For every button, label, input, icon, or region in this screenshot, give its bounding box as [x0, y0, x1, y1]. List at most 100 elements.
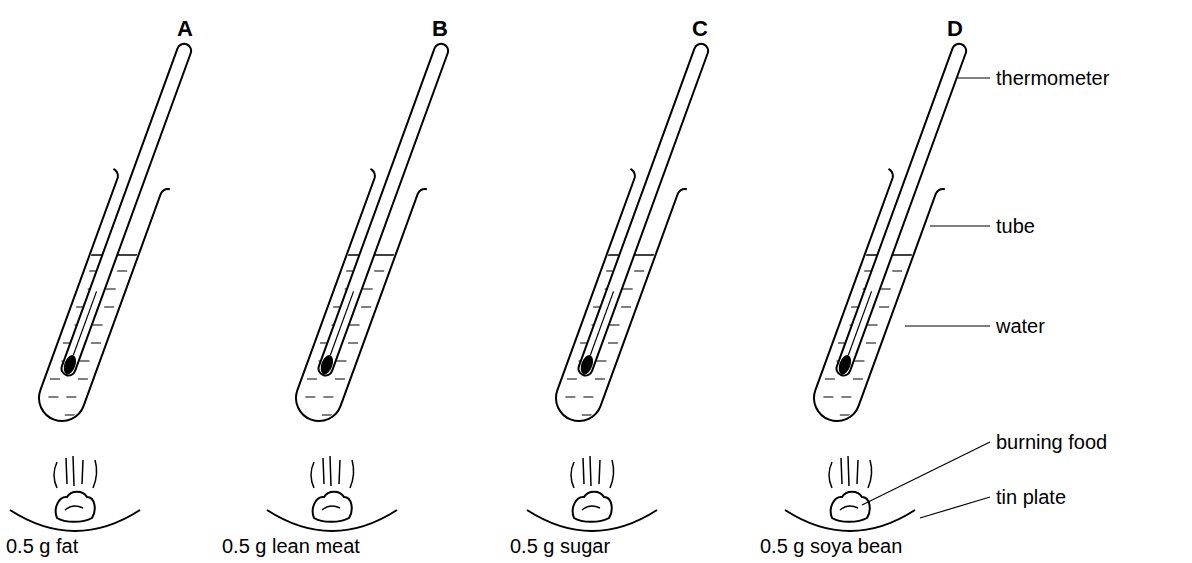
water-mark [79, 360, 89, 361]
flame-line [350, 460, 354, 488]
water-mark [567, 378, 577, 379]
apparatus-setup [408, 0, 837, 531]
water-mark [322, 414, 332, 415]
thermometer-capillary [848, 291, 871, 355]
test-tube [0, 0, 319, 499]
water-mark [361, 306, 371, 307]
food-detail [65, 506, 83, 510]
water-mark [323, 396, 333, 397]
water-mark [104, 306, 114, 307]
water-mark [879, 306, 889, 307]
water-mark [854, 360, 864, 361]
flame-line [829, 462, 832, 488]
water-mark [823, 396, 833, 397]
water-mark [621, 306, 631, 307]
test-tube [408, 0, 837, 499]
flame-line [599, 460, 600, 484]
flame-line [868, 460, 872, 488]
water-mark [595, 378, 605, 379]
water-mark [335, 378, 345, 379]
water-surface [459, 254, 719, 256]
water-mark [106, 288, 116, 289]
food-label: 0.5 g soya bean [760, 536, 902, 556]
thermometer [317, 42, 451, 378]
water-mark [50, 378, 60, 379]
part-label: tube [996, 216, 1035, 236]
thermometer-capillary [330, 291, 353, 355]
water-mark [305, 396, 315, 397]
thermometer [835, 42, 969, 378]
water-mark [892, 270, 902, 271]
water-surface [717, 254, 977, 256]
water-mark [91, 342, 101, 343]
thermometer-bulb [836, 353, 853, 376]
flame-line [93, 460, 97, 488]
flame-line [841, 458, 842, 484]
water-mark [634, 270, 644, 271]
flame-line [82, 460, 83, 484]
water-mark [841, 396, 851, 397]
thermometer-bulb [61, 353, 78, 376]
thermometer-bulb [318, 353, 335, 376]
water-mark [48, 396, 58, 397]
setup-letter: C [692, 18, 708, 40]
apparatus-setup [148, 0, 577, 531]
leader-line [920, 497, 990, 518]
water-mark [623, 288, 633, 289]
water-mark [350, 324, 360, 325]
thermometer-bulb [578, 353, 595, 376]
flame-line [590, 456, 591, 486]
flame-line [311, 462, 314, 488]
food-label: 0.5 g sugar [510, 536, 610, 556]
water-mark [374, 270, 384, 271]
flame-line [857, 460, 858, 484]
water-surface [199, 254, 459, 256]
setup-letter: B [432, 18, 448, 40]
water-mark [93, 324, 103, 325]
water-mark [881, 288, 891, 289]
thermometer [577, 42, 711, 378]
water-mark [866, 342, 876, 343]
flame-line [73, 456, 74, 486]
thermometer-capillary [590, 291, 613, 355]
food-label: 0.5 g lean meat [222, 536, 360, 556]
food-detail [322, 506, 340, 510]
leader-line [930, 225, 990, 226]
water-mark [825, 378, 835, 379]
part-label: thermometer [996, 68, 1109, 88]
water-mark [78, 378, 88, 379]
burning-food [831, 492, 870, 522]
flame-line [583, 458, 584, 484]
setup-letter: A [177, 18, 193, 40]
part-label: water [996, 316, 1045, 336]
burning-food [56, 492, 95, 522]
flame-line [54, 462, 57, 488]
flame-line [610, 460, 614, 488]
flame-line [571, 462, 574, 488]
water-mark [582, 414, 592, 415]
water-mark [336, 360, 346, 361]
water-mark [596, 360, 606, 361]
flame-line [848, 456, 849, 486]
food-detail [582, 506, 600, 510]
part-label: tin plate [996, 487, 1066, 507]
thermometer [60, 42, 194, 378]
apparatus-setup [0, 0, 319, 531]
test-tube [148, 0, 577, 499]
water-mark [307, 378, 317, 379]
flame-line [323, 458, 324, 484]
water-mark [348, 342, 358, 343]
water-mark [363, 288, 373, 289]
water-surface [0, 254, 202, 256]
water-mark [610, 324, 620, 325]
water-mark [117, 270, 127, 271]
burning-food [313, 492, 352, 522]
leader-line [862, 442, 990, 505]
water-mark [853, 378, 863, 379]
setup-letter: D [947, 18, 963, 40]
leader-line [905, 325, 990, 326]
water-mark [868, 324, 878, 325]
water-mark [66, 396, 76, 397]
food-label: 0.5 g fat [6, 536, 78, 556]
